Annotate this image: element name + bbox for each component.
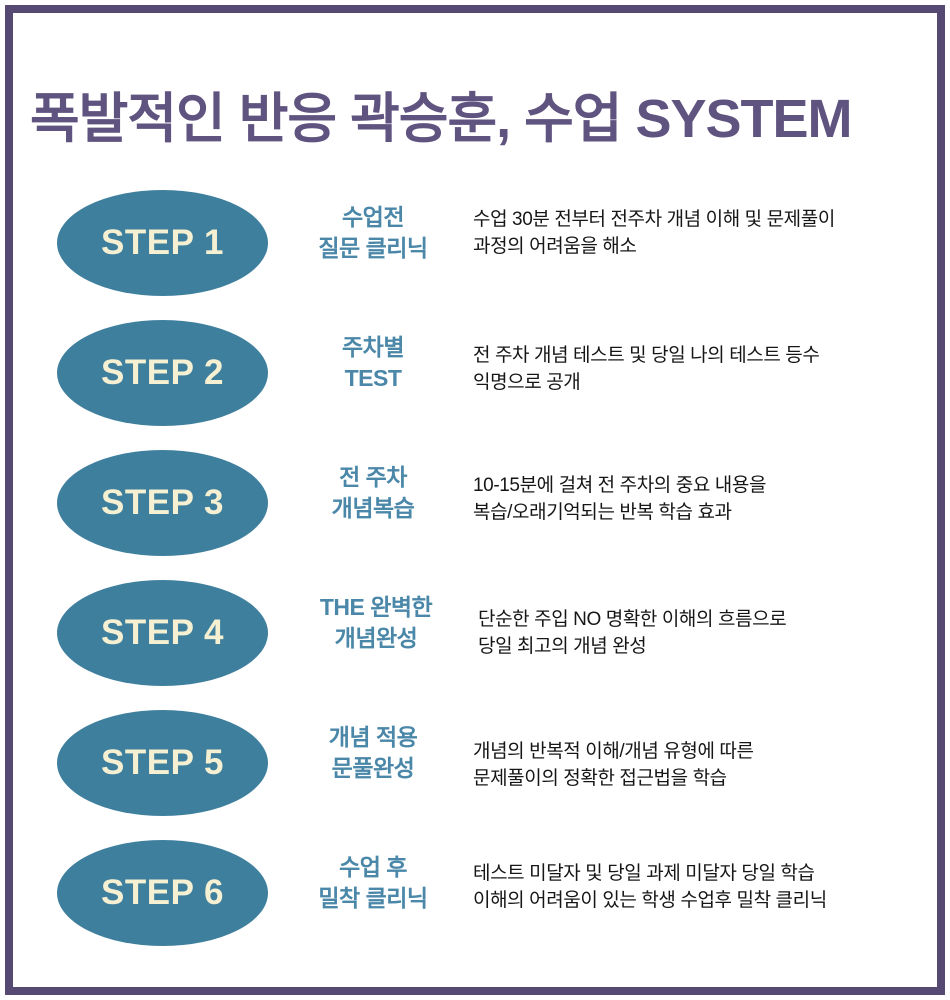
step-subtitle-line: 주차별: [342, 334, 404, 360]
step-description-line: 과정의 어려움을 해소: [473, 236, 637, 257]
step-description-line: 개념의 반복적 이해/개념 유형에 따른: [473, 741, 754, 762]
step-badge-label: STEP 2: [101, 353, 224, 392]
step-description-line: 전 주차 개념 테스트 및 당일 나의 테스트 등수: [473, 345, 820, 366]
step-subtitle-line: 개념완성: [334, 625, 418, 651]
step-description-line: 복습/오래기억되는 반복 학습 효과: [473, 502, 732, 523]
step-badge-ellipse[interactable]: STEP 5: [57, 710, 268, 816]
step-badge-ellipse[interactable]: STEP 2: [57, 320, 268, 426]
step-badge-ellipse[interactable]: STEP 1: [57, 190, 268, 296]
step-badge-label: STEP 4: [101, 613, 224, 652]
step-description-line: 수업 30분 전부터 전주차 개념 이해 및 문제풀이: [473, 209, 835, 230]
step-badge-label: STEP 5: [101, 743, 224, 782]
step-subtitle-line: THE 완벽한: [319, 594, 433, 620]
step-subtitle-line: 수업 후: [339, 854, 407, 880]
step-subtitle-line: 개념 적용: [328, 724, 418, 750]
step-subtitle: 주차별 TEST: [288, 332, 458, 394]
step-subtitle-line: 개념복습: [331, 495, 415, 521]
step-badge-ellipse[interactable]: STEP 3: [57, 450, 268, 556]
step-badge-ellipse[interactable]: STEP 6: [57, 840, 268, 946]
step-subtitle-line: 전 주차: [339, 464, 407, 490]
step-description-line: 문제풀이의 정확한 접근법을 학습: [473, 768, 727, 789]
step-subtitle-line: 수업전: [342, 204, 404, 230]
page-title: 폭발적인 반응 곽승훈, 수업 SYSTEM: [30, 89, 853, 150]
step-badge-ellipse[interactable]: STEP 4: [57, 580, 268, 686]
step-description-line: 익명으로 공개: [473, 372, 581, 393]
step-description-line: 10-15분에 걸쳐 전 주차의 중요 내용을: [473, 475, 767, 496]
step-badge-label: STEP 1: [101, 223, 224, 262]
step-subtitle-line: 밀착 클리닉: [318, 885, 428, 911]
step-subtitle-line: TEST: [344, 365, 402, 391]
step-subtitle-line: 문풀완성: [331, 755, 415, 781]
step-description-line: 이해의 어려움이 있는 학생 수업후 밀착 클리닉: [473, 890, 827, 911]
step-badge-label: STEP 6: [101, 873, 224, 912]
step-subtitle-line: 질문 클리닉: [318, 235, 428, 261]
step-badge-label: STEP 3: [101, 483, 224, 522]
step-description-line: 당일 최고의 개념 완성: [478, 636, 647, 657]
step-description-line: 단순한 주입 NO 명확한 이해의 흐름으로: [478, 609, 787, 630]
step-description-line: 테스트 미달자 및 당일 과제 미달자 당일 학습: [473, 863, 815, 884]
